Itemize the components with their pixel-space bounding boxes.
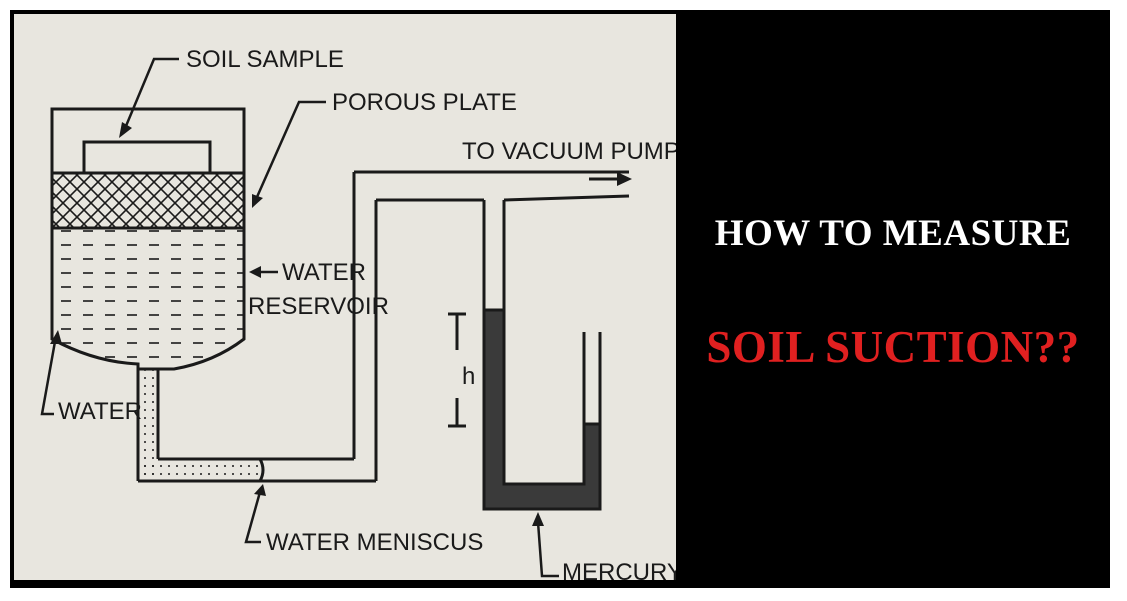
label-water-meniscus: WATER MENISCUS — [266, 529, 483, 556]
title-panel: HOW TO MEASURE SOIL SUCTION?? — [680, 14, 1106, 580]
label-water-reservoir-2: RESERVOIR — [248, 293, 389, 320]
label-water: WATER — [58, 398, 142, 425]
title-line-accent: SOIL SUCTION?? — [706, 322, 1080, 372]
label-soil-sample: SOIL SAMPLE — [186, 46, 344, 73]
label-water-reservoir-1: WATER — [282, 259, 366, 286]
air-tube — [260, 170, 630, 483]
vacuum-arrow — [589, 172, 632, 186]
soil-suction-diagram: SOIL SAMPLE POROUS PLATE TO VACUUM PUMP … — [14, 14, 676, 580]
height-marker — [448, 312, 466, 428]
soil-sample-block — [82, 140, 212, 173]
label-to-vacuum-pump: TO VACUUM PUMP — [462, 138, 676, 165]
leader-arrowheads — [50, 122, 544, 526]
water-tube — [138, 364, 158, 479]
water-meniscus — [258, 458, 265, 482]
label-mercury: MERCURY — [562, 559, 676, 580]
sample-container — [50, 107, 246, 175]
mercury-manometer — [482, 308, 602, 511]
water-reservoir — [50, 226, 246, 371]
label-height-h: h — [462, 363, 475, 390]
porous-plate — [50, 171, 246, 230]
label-porous-plate: POROUS PLATE — [332, 89, 517, 116]
title-line-primary: HOW TO MEASURE — [714, 213, 1072, 254]
leader-lines — [40, 57, 559, 578]
